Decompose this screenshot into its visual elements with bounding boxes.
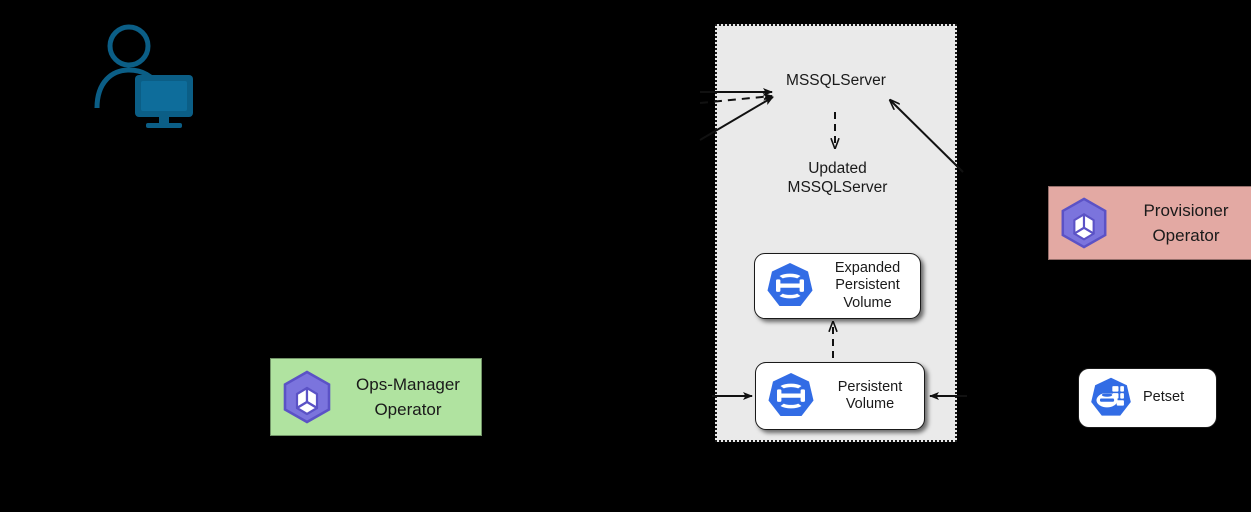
user-with-monitor-icon (94, 24, 193, 128)
provisioner-operator-label: Provisioner Operator (1143, 201, 1229, 245)
persistent-volume-label: Persistent Volume (837, 378, 903, 413)
petset-box[interactable]: Petset (1078, 368, 1217, 428)
label-mssqlserver: MSSQLServer (786, 72, 886, 89)
k8s-petset-icon (1091, 377, 1131, 416)
petset-label: Petset (1143, 389, 1185, 406)
operator-cube-icon (1061, 197, 1107, 249)
provisioner-operator-box[interactable]: Provisioner Operator (1048, 186, 1251, 260)
expanded-persistent-volume-label: Expanded Persistent Volume (834, 259, 901, 311)
k8s-persistent-volume-icon (767, 263, 813, 306)
label-updated-mssqlserver: Updated MSSQLServer (787, 160, 888, 196)
ops-manager-operator-label: Ops-Manager Operator (356, 375, 460, 419)
expanded-persistent-volume-box[interactable]: Expanded Persistent Volume (754, 253, 921, 319)
ops-manager-operator-box[interactable]: Ops-Manager Operator (270, 358, 482, 436)
persistent-volume-box[interactable]: Persistent Volume (755, 362, 925, 430)
k8s-persistent-volume-icon (768, 373, 814, 416)
operator-cube-icon (283, 370, 331, 424)
